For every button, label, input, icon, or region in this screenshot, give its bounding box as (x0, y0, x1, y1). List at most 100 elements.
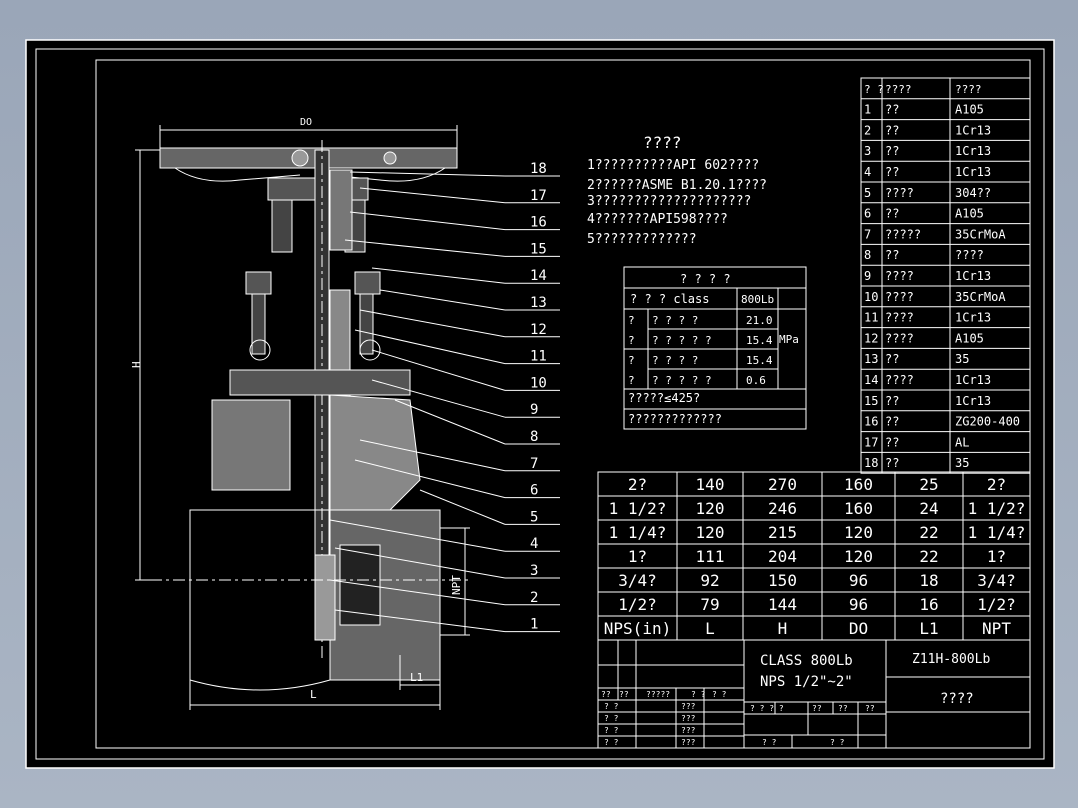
leader-number: 6 (530, 483, 538, 499)
part-no: 12 (864, 331, 878, 345)
model-number: Z11H-800Lb (912, 652, 990, 667)
leader-line (354, 329, 506, 365)
part-no: 10 (864, 290, 878, 304)
leader-number: 17 (530, 188, 547, 204)
test-row-group: ? (628, 354, 635, 367)
part-name: ???? (885, 290, 914, 304)
part-material: A105 (955, 331, 984, 345)
leader-line (371, 379, 506, 418)
leader-number: 10 (530, 375, 547, 391)
part-name: ???? (885, 186, 914, 200)
part-name: ????? (885, 227, 921, 241)
dim-l1-label: L1 (410, 671, 423, 684)
test-row-group: ? (628, 314, 635, 327)
part-material: 35CrMoA (955, 290, 1006, 304)
dim-cell: 120 (844, 547, 873, 566)
part-material: 35 (955, 352, 969, 366)
part-name: ???? (885, 83, 912, 96)
test-class-label: ? ? ? class (630, 292, 709, 306)
tb-left-cell: ? ? (604, 702, 619, 711)
dim-cell: 1? (628, 547, 647, 566)
dim-cell: 18 (919, 571, 938, 590)
note-line-4: 4???????API598???? (587, 212, 728, 227)
leader-line (349, 171, 506, 177)
leader-number: 18 (530, 161, 547, 177)
leader-number: 13 (530, 295, 547, 311)
dim-cell: 215 (768, 523, 797, 542)
part-material: AL (955, 435, 969, 449)
part-name: ???? (885, 311, 914, 325)
part-name: ?? (885, 165, 899, 179)
test-row-name: ? ? ? ? ? (652, 334, 712, 347)
part-name: ?? (885, 248, 899, 262)
note-line-1: 1??????????API 602???? (587, 158, 759, 173)
dim-cell: 140 (696, 475, 725, 494)
leader-line (329, 579, 506, 606)
leader-line (329, 519, 506, 552)
parts-list-table: ? ?????????1??A1052??1Cr133??1Cr134??1Cr… (860, 77, 1031, 474)
valve-drawing (135, 125, 470, 710)
test-unit: MPa (779, 333, 799, 346)
tb-left-cell: ? ? (604, 738, 619, 747)
dim-cell: DO (849, 619, 868, 638)
dim-cell: 1 1/2? (609, 499, 667, 518)
dim-npt-label: NPT (450, 575, 463, 595)
part-no: 18 (864, 456, 878, 470)
part-material: A105 (955, 207, 984, 221)
tb-left-cell: ??? (681, 702, 696, 711)
tb-header-cell: ????? (646, 690, 670, 699)
dim-cell: 1 1/4? (968, 523, 1026, 542)
part-no: 15 (864, 394, 878, 408)
test-row-group: ? (628, 374, 635, 387)
test-row-name: ? ? ? ? (652, 314, 698, 327)
part-material: ???? (955, 83, 982, 96)
dim-cell: 120 (844, 523, 873, 542)
dim-cell: 111 (696, 547, 725, 566)
leader-number: 1 (530, 617, 538, 633)
part-name: ?? (885, 415, 899, 429)
spec-line-2: NPS 1/2"~2" (760, 674, 853, 690)
leader-line (334, 547, 506, 579)
part-no: ? ? (864, 83, 884, 96)
tb-left-cell: ??? (681, 738, 696, 747)
part-no: 13 (864, 352, 878, 366)
dim-cell: 25 (919, 475, 938, 494)
leader-line (349, 211, 506, 231)
test-note-1: ?????≤425? (628, 391, 700, 405)
drawing-name: ???? (940, 691, 974, 707)
dim-cell: 3/4? (977, 571, 1016, 590)
note-line-2: 2??????ASME B1.20.1???? (587, 178, 767, 193)
part-no: 17 (864, 435, 878, 449)
test-class-value: 800Lb (741, 293, 774, 306)
leader-line (344, 239, 506, 257)
dim-cell: 2? (987, 475, 1006, 494)
part-material: 1Cr13 (955, 269, 991, 283)
dim-cell: 1 1/2? (968, 499, 1026, 518)
dim-cell: L (705, 619, 715, 638)
tb-header-cell: ?? (601, 690, 611, 699)
dim-cell: 3/4? (618, 571, 657, 590)
part-name: ?? (885, 123, 899, 137)
leader-line (371, 267, 506, 284)
leader-line (359, 309, 506, 338)
part-material: 1Cr13 (955, 123, 991, 137)
tb-header-cell: ? ? (691, 690, 706, 699)
part-material: ???? (955, 248, 984, 262)
part-no: 7 (864, 227, 871, 241)
part-no: 5 (864, 186, 871, 200)
part-no: 1 (864, 103, 871, 117)
part-name: ?? (885, 456, 899, 470)
part-material: ZG200-400 (955, 415, 1020, 429)
part-material: 304?? (955, 186, 991, 200)
leader-number: 3 (530, 563, 538, 579)
leader-number: 16 (530, 215, 547, 231)
tb-sheet-cell: ? ? (762, 738, 777, 747)
leader-line (354, 459, 506, 499)
tb-scale-cell: ?? (838, 704, 848, 713)
leader-number: 9 (530, 402, 538, 418)
test-row-name: ? ? ? ? (652, 354, 698, 367)
dim-cell: 92 (700, 571, 719, 590)
leader-line (359, 187, 506, 204)
dim-do-label: DO (300, 117, 312, 128)
